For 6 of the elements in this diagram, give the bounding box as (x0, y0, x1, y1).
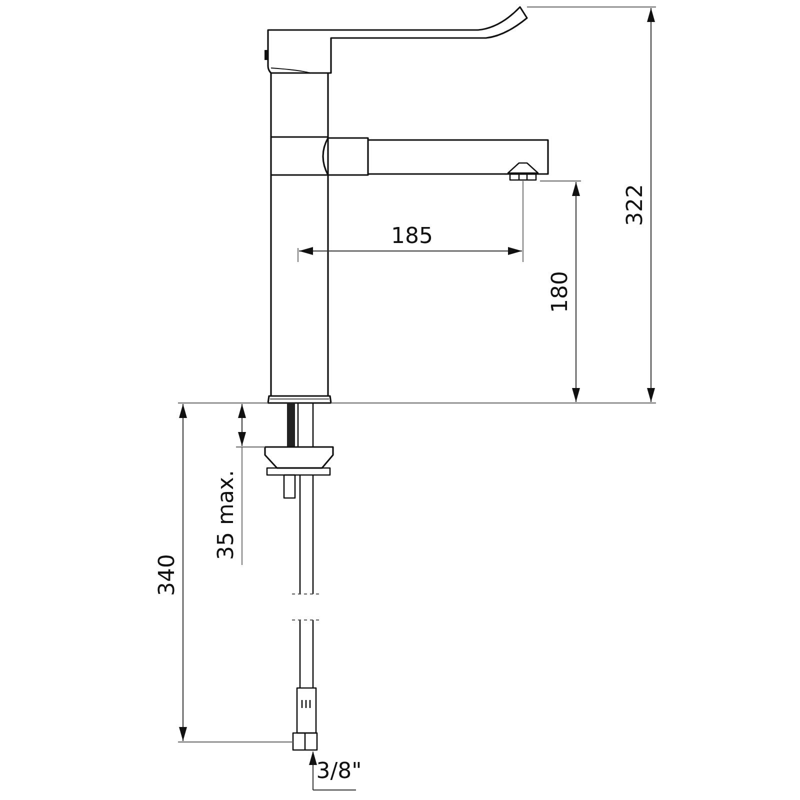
dimension-label: 340 (157, 554, 179, 596)
dimension-label: 322 (625, 184, 647, 226)
dimension-label: 3/8" (316, 761, 362, 783)
dimension-label: 185 (391, 226, 433, 248)
dimension-label: 35 max. (216, 470, 238, 560)
dimension-label: 180 (550, 271, 572, 313)
